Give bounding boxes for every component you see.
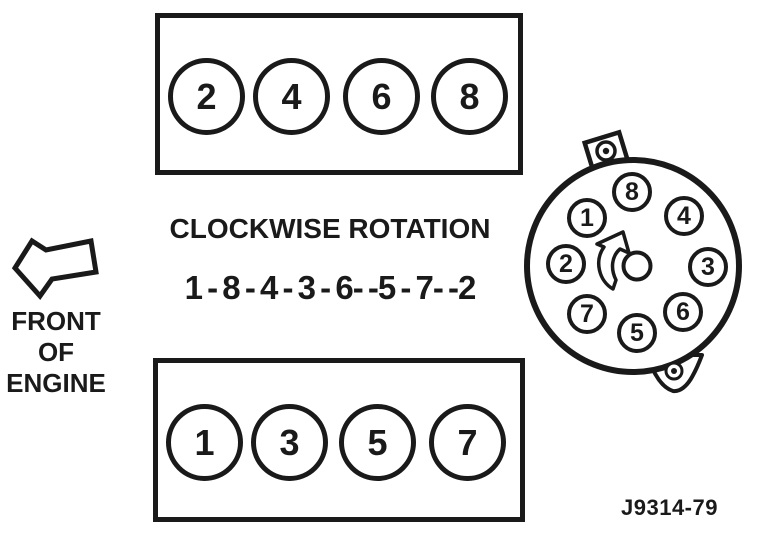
rotation-label: CLOCKWISE ROTATION [169,213,491,244]
distributor-terminal: 2 [546,244,586,284]
cylinder-circle: 8 [431,58,508,135]
distributor-terminal: 8 [612,172,652,212]
distributor-terminal: 5 [617,313,657,353]
distributor-terminal: 7 [567,294,607,334]
distributor-center-post [621,250,653,282]
distributor-terminal: 3 [688,247,728,287]
cylinder-circle: 3 [251,404,328,481]
front-of-engine-label: FRONT OF ENGINE [6,306,106,398]
front-arrow-icon [11,237,99,301]
cylinder-circle: 1 [166,404,243,481]
distributor-terminal: 1 [567,198,607,238]
distributor-terminal: 4 [664,196,704,236]
screw-icon [595,140,617,162]
cylinder-bank-top: 2 4 6 8 [155,13,523,175]
cylinder-circle: 7 [429,404,506,481]
figure-reference: J9314-79 [621,495,718,520]
cylinder-circle: 5 [339,404,416,481]
cylinder-circle: 2 [168,58,245,135]
firing-order-text: 1 - 8 - 4 - 3 - 6- -5 - 7- -2 [184,269,477,306]
cylinder-circle: 6 [343,58,420,135]
cylinder-circle: 4 [253,58,330,135]
screw-icon [664,361,684,381]
cylinder-bank-bottom: 1 3 5 7 [153,358,525,522]
rotation-arrow-icon [595,230,631,291]
distributor-terminal: 6 [663,292,703,332]
